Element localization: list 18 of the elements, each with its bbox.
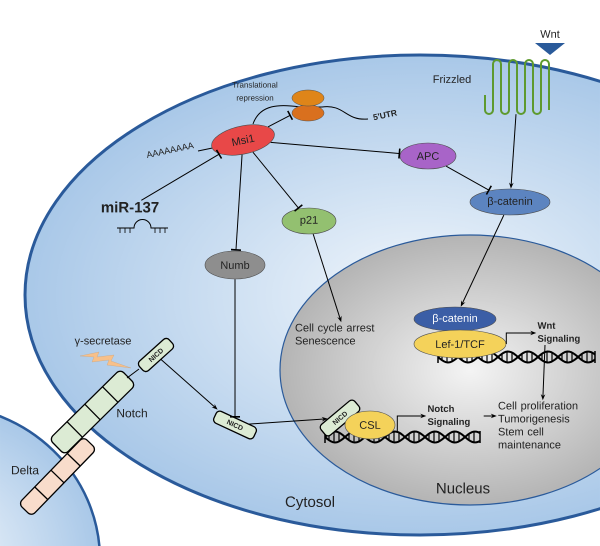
inhibition-line <box>252 152 303 212</box>
ligand-label: Wnt <box>540 30 560 38</box>
inhibition-line <box>446 166 492 195</box>
pathway-label: Wnt Signaling <box>538 322 580 344</box>
receptor-label: Notch <box>117 408 147 418</box>
compartment-label: Nucleus <box>437 482 490 494</box>
compartment-label: Cytosol <box>286 496 334 510</box>
strand-label: 5'UTR <box>373 110 398 120</box>
ligand-label: Delta <box>12 466 39 474</box>
inhibition-line <box>230 278 240 418</box>
mirna-label: miR-137 <box>102 201 159 213</box>
caption-text: Translational repression <box>232 82 278 102</box>
inhibition-line <box>140 150 222 201</box>
outcome-text: Cell cycle arrest Senescence <box>296 323 374 345</box>
pathway-label: Notch Signaling <box>428 405 470 427</box>
outcome-text: Cell proliferation Tumorigenesis Stem cell maintenance <box>498 401 578 449</box>
inhibition-line <box>270 142 401 159</box>
receptor-label: Frizzled <box>434 74 471 84</box>
